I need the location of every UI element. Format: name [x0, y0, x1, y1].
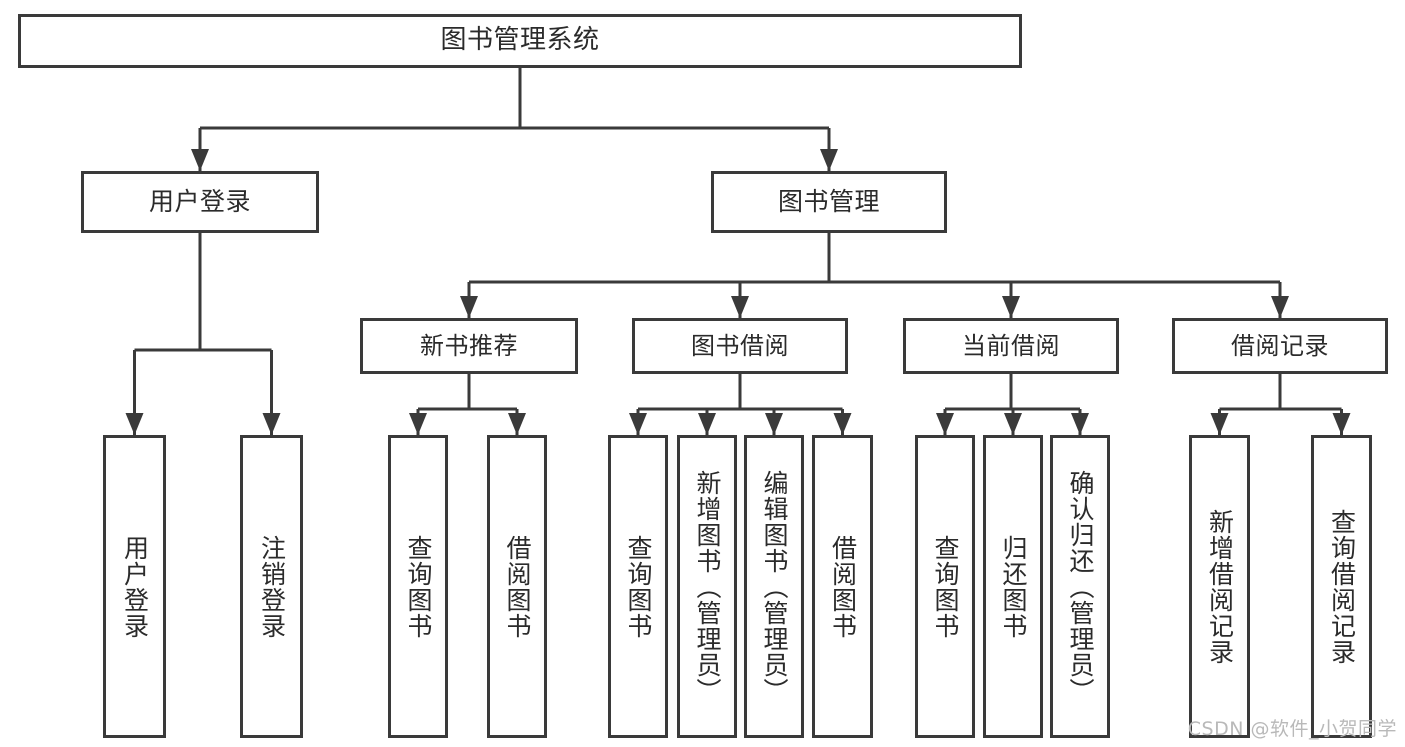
node-leaf-add-borrow-record-label: 新增借阅记录: [1205, 508, 1235, 665]
node-leaf-query-book-borrow-label: 查询图书: [624, 534, 653, 639]
node-leaf-confirm-return-admin-label: 确认归还（管理员）: [1066, 469, 1095, 704]
node-new-book-recommend-label: 新书推荐: [420, 331, 518, 360]
node-leaf-borrow-book-rec[interactable]: 借阅图书: [487, 435, 547, 738]
node-borrow-record[interactable]: 借阅记录: [1172, 318, 1388, 374]
node-leaf-edit-book-admin-label: 编辑图书（管理员）: [760, 469, 789, 704]
node-borrow-record-label: 借阅记录: [1231, 331, 1329, 360]
node-leaf-query-book-rec[interactable]: 查询图书: [388, 435, 448, 738]
node-leaf-borrow-book[interactable]: 借阅图书: [812, 435, 873, 738]
node-leaf-user-login[interactable]: 用户登录: [103, 435, 166, 738]
node-leaf-query-book-cur-label: 查询图书: [931, 534, 960, 639]
node-book-manage[interactable]: 图书管理: [711, 171, 947, 233]
node-leaf-query-book-borrow[interactable]: 查询图书: [608, 435, 668, 738]
node-user-login-label: 用户登录: [148, 187, 251, 216]
node-leaf-return-book-label: 归还图书: [999, 534, 1028, 639]
node-leaf-confirm-return-admin[interactable]: 确认归还（管理员）: [1050, 435, 1110, 738]
node-leaf-add-book-admin[interactable]: 新增图书（管理员）: [677, 435, 737, 738]
node-new-book-recommend[interactable]: 新书推荐: [360, 318, 578, 374]
node-leaf-return-book[interactable]: 归还图书: [983, 435, 1043, 738]
node-leaf-user-login-label: 用户登录: [120, 534, 150, 639]
node-root[interactable]: 图书管理系统: [18, 14, 1022, 68]
node-leaf-borrow-book-label: 借阅图书: [828, 534, 858, 639]
node-leaf-query-borrow-record-label: 查询借阅记录: [1327, 508, 1357, 665]
node-current-borrow-label: 当前借阅: [962, 331, 1060, 360]
node-leaf-query-book-cur[interactable]: 查询图书: [915, 435, 975, 738]
node-leaf-add-book-admin-label: 新增图书（管理员）: [693, 469, 722, 704]
node-root-label: 图书管理系统: [440, 25, 600, 56]
node-leaf-query-book-rec-label: 查询图书: [404, 534, 433, 639]
node-user-login[interactable]: 用户登录: [81, 171, 319, 233]
node-current-borrow[interactable]: 当前借阅: [903, 318, 1119, 374]
node-leaf-edit-book-admin[interactable]: 编辑图书（管理员）: [744, 435, 804, 738]
node-leaf-query-borrow-record[interactable]: 查询借阅记录: [1311, 435, 1372, 738]
node-leaf-borrow-book-rec-label: 借阅图书: [503, 534, 532, 639]
node-leaf-user-logout[interactable]: 注销登录: [240, 435, 303, 738]
node-leaf-user-logout-label: 注销登录: [257, 534, 287, 639]
node-book-borrow[interactable]: 图书借阅: [632, 318, 848, 374]
node-leaf-add-borrow-record[interactable]: 新增借阅记录: [1189, 435, 1250, 738]
node-book-manage-label: 图书管理: [777, 187, 880, 216]
node-book-borrow-label: 图书借阅: [691, 331, 789, 360]
